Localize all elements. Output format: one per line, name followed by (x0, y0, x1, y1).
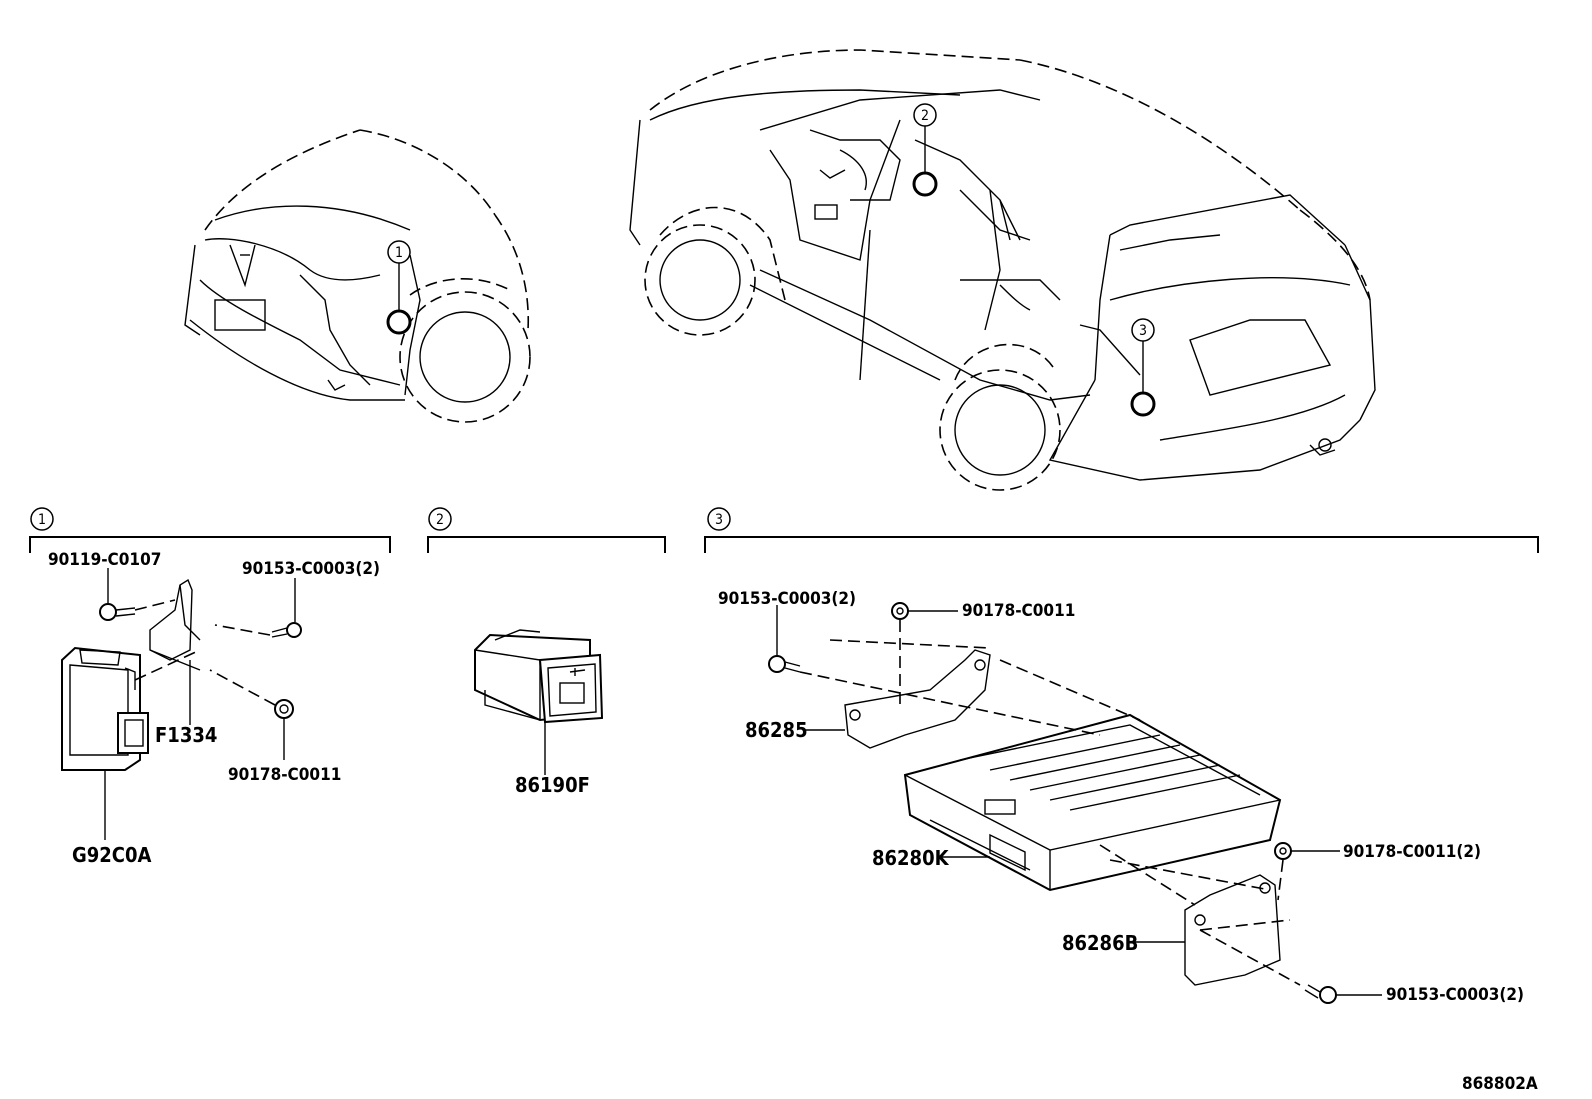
part-label-90153-c0003-bottom: 90153-C0003(2) (1386, 985, 1524, 1005)
part-label-90153-c0003-top: 90153-C0003(2) (718, 589, 856, 609)
diagram-id: 868802A (1462, 1074, 1538, 1094)
section-2-marker: 2 (436, 512, 444, 528)
section-2-header: 2 (427, 507, 666, 553)
section-1-header: 1 (29, 507, 391, 553)
part-label-86190f: 86190F (515, 773, 590, 797)
callout-3: 3 (1130, 318, 1156, 417)
part-label-86285: 86285 (745, 718, 808, 742)
section-1-parts: 90119-C0107 90153-C0003(2) 90178-C0011 F… (48, 550, 380, 867)
part-label-90119-c0107: 90119-C0107 (48, 550, 161, 570)
section-2-parts: 86190F (474, 629, 604, 797)
section-1-marker: 1 (38, 512, 46, 528)
part-label-86280k: 86280K (872, 846, 950, 870)
section-3-header: 3 (704, 507, 1539, 553)
front-vehicle-illustration (184, 129, 531, 423)
part-label-86286b: 86286B (1062, 931, 1138, 955)
part-label-90178-c0011-right: 90178-C0011(2) (1343, 842, 1481, 862)
callout-1: 1 (386, 240, 412, 335)
part-label-90178-c0011-top: 90178-C0011 (962, 601, 1075, 621)
section-3-parts: 90153-C0003(2) 90178-C0011 86285 86280K … (718, 589, 1524, 1005)
part-label-g92c0a: G92C0A (72, 843, 152, 867)
rear-vehicle-illustration (629, 49, 1376, 491)
part-label-f1334: F1334 (155, 723, 217, 747)
callout-1-label: 1 (395, 245, 403, 261)
part-label-90178-c0011-s1: 90178-C0011 (228, 765, 341, 785)
part-label-90153-c0003-s1: 90153-C0003(2) (242, 559, 380, 579)
callout-2: 2 (912, 103, 938, 197)
callout-2-label: 2 (921, 108, 929, 124)
section-3-marker: 3 (715, 512, 723, 528)
callout-3-label: 3 (1139, 323, 1147, 339)
